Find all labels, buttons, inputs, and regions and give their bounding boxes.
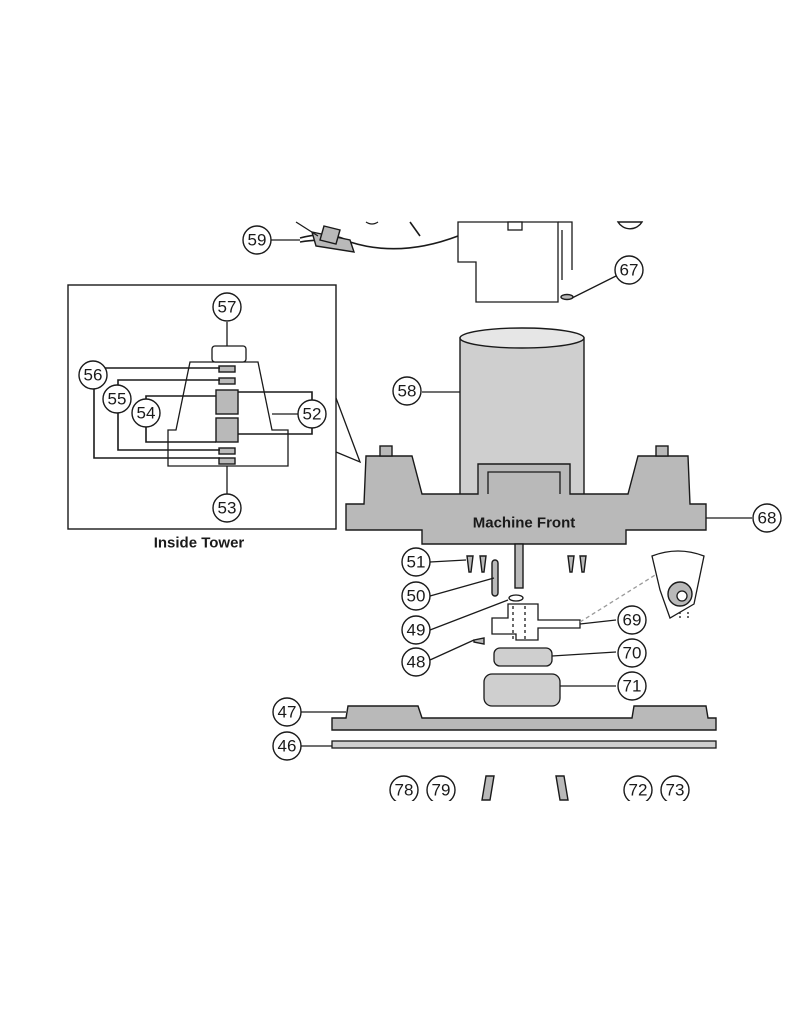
callout-49: 49 — [401, 615, 431, 645]
lower-cutoff-parts — [481, 775, 569, 801]
svg-text:54: 54 — [137, 404, 156, 423]
fastener-hardware — [466, 555, 587, 645]
callout-47: 47 — [272, 697, 302, 727]
callout-57: 57 — [212, 292, 242, 322]
callout-79: 79 — [426, 775, 456, 805]
svg-text:50: 50 — [407, 587, 426, 606]
inside-tower-inset — [67, 284, 337, 530]
filter-parts — [483, 647, 561, 707]
valve-body — [491, 550, 705, 641]
svg-text:59: 59 — [248, 231, 267, 250]
svg-text:48: 48 — [407, 653, 426, 672]
svg-text:70: 70 — [623, 644, 642, 663]
svg-text:67: 67 — [620, 261, 639, 280]
upper-assembly — [295, 221, 644, 303]
inset-pointer — [335, 397, 362, 464]
callout-69: 69 — [617, 605, 647, 635]
svg-text:46: 46 — [278, 737, 297, 756]
svg-text:53: 53 — [218, 499, 237, 518]
callout-51: 51 — [401, 547, 431, 577]
callout-70: 70 — [617, 638, 647, 668]
svg-text:68: 68 — [758, 509, 777, 528]
svg-text:58: 58 — [398, 382, 417, 401]
callout-53: 53 — [212, 493, 242, 523]
machine-base — [345, 445, 707, 589]
svg-text:56: 56 — [84, 366, 103, 385]
inside-tower-label: Inside Tower — [154, 535, 245, 552]
leader-lines — [270, 239, 752, 747]
callout-58: 58 — [392, 376, 422, 406]
svg-text:51: 51 — [407, 553, 426, 572]
svg-text:49: 49 — [407, 621, 426, 640]
callout-68: 68 — [752, 503, 782, 533]
svg-text:73: 73 — [666, 781, 685, 800]
svg-text:55: 55 — [108, 390, 127, 409]
svg-text:71: 71 — [623, 677, 642, 696]
callout-73: 73 — [660, 775, 690, 805]
callout-46: 46 — [272, 731, 302, 761]
callout-71: 71 — [617, 671, 647, 701]
callout-59: 59 — [242, 225, 272, 255]
machine-front-label: Machine Front — [473, 515, 576, 532]
svg-text:79: 79 — [432, 781, 451, 800]
callout-56: 56 — [78, 360, 108, 390]
callout-72: 72 — [623, 775, 653, 805]
svg-text:72: 72 — [629, 781, 648, 800]
svg-text:78: 78 — [395, 781, 414, 800]
callout-78: 78 — [389, 775, 419, 805]
svg-text:52: 52 — [303, 405, 322, 424]
callout-55: 55 — [102, 384, 132, 414]
callout-48: 48 — [401, 647, 431, 677]
callout-50: 50 — [401, 581, 431, 611]
svg-text:57: 57 — [218, 298, 237, 317]
svg-text:69: 69 — [623, 611, 642, 630]
callout-54: 54 — [131, 398, 161, 428]
svg-text:47: 47 — [278, 703, 297, 722]
base-plates — [331, 705, 717, 749]
callout-67: 67 — [614, 255, 644, 285]
callout-52: 52 — [297, 399, 327, 429]
